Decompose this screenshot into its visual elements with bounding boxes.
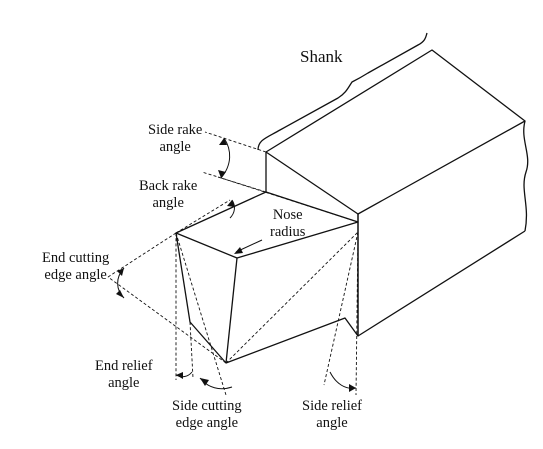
back-rake-face-line xyxy=(175,199,231,234)
end-cut-ref-line xyxy=(107,232,177,278)
tool-tip xyxy=(175,191,359,364)
end-cut-arrow-bottom xyxy=(116,290,124,298)
shank-top-face xyxy=(265,49,526,215)
back-rake-line-2: angle xyxy=(152,195,184,211)
side-cutting-edge-angle-label: Side cutting edge angle xyxy=(172,398,242,432)
end-cutting-edge-angle-label: End cutting edge angle xyxy=(42,250,109,284)
back-rake-line-1: Back rake xyxy=(139,178,198,194)
nose-radius-line-2: radius xyxy=(270,224,306,240)
nose-radius-label: Nose radius xyxy=(270,207,305,241)
side-relief-line-2: angle xyxy=(316,415,348,431)
end-cutting-line-1: End cutting xyxy=(42,250,110,266)
side-cut-arrow xyxy=(200,378,209,386)
side-rake-ref-line xyxy=(204,131,267,153)
back-rake-arc xyxy=(229,199,235,219)
end-cut-edge-line xyxy=(107,276,227,364)
back-rake-angle-label: Back rake angle xyxy=(139,178,197,212)
side-relief-arrow xyxy=(349,384,356,392)
shank-front-edges xyxy=(357,214,526,337)
side-rake-line-2: angle xyxy=(159,139,191,155)
side-cut-ref-line xyxy=(175,232,227,396)
side-relief-flank xyxy=(323,231,359,386)
end-cut-arrow-top xyxy=(117,268,124,276)
nose-radius-arrow xyxy=(234,247,243,254)
nose-radius-line-1: Nose xyxy=(272,207,303,223)
tip-vertical-edge xyxy=(225,257,238,364)
side-relief-vertical xyxy=(355,231,359,396)
angle-arcs xyxy=(116,137,357,392)
side-rake-arrow-top xyxy=(219,138,227,145)
end-cutting-line-2: edge angle xyxy=(44,267,107,283)
end-relief-line-1: End relief xyxy=(95,358,153,374)
side-cutting-line-1: Side cutting xyxy=(172,398,242,414)
back-rake-ref-line xyxy=(217,176,359,223)
construction-lines xyxy=(107,131,359,396)
shank-brace xyxy=(257,32,428,151)
end-relief-flank xyxy=(189,321,194,379)
shank-label: Shank xyxy=(300,47,343,66)
flank-edges xyxy=(175,232,359,364)
back-rake-arrow xyxy=(227,200,235,207)
side-relief-angle-label: Side relief angle xyxy=(302,398,362,432)
end-relief-arrow xyxy=(176,372,183,379)
side-cutting-line-2: edge angle xyxy=(175,415,239,431)
shank-body xyxy=(265,49,529,337)
side-rake-line-1: Side rake xyxy=(148,122,203,138)
side-rake-angle-label: Side rake angle xyxy=(148,122,202,156)
side-relief-line-1: Side relief xyxy=(302,398,362,414)
side-rake-arrow-bottom xyxy=(218,170,226,178)
nose-radius-leader xyxy=(234,239,263,254)
end-relief-angle-label: End relief angle xyxy=(95,358,153,392)
shank-break-line xyxy=(523,120,529,232)
rake-face xyxy=(175,191,359,259)
end-relief-line-2: angle xyxy=(108,375,140,391)
